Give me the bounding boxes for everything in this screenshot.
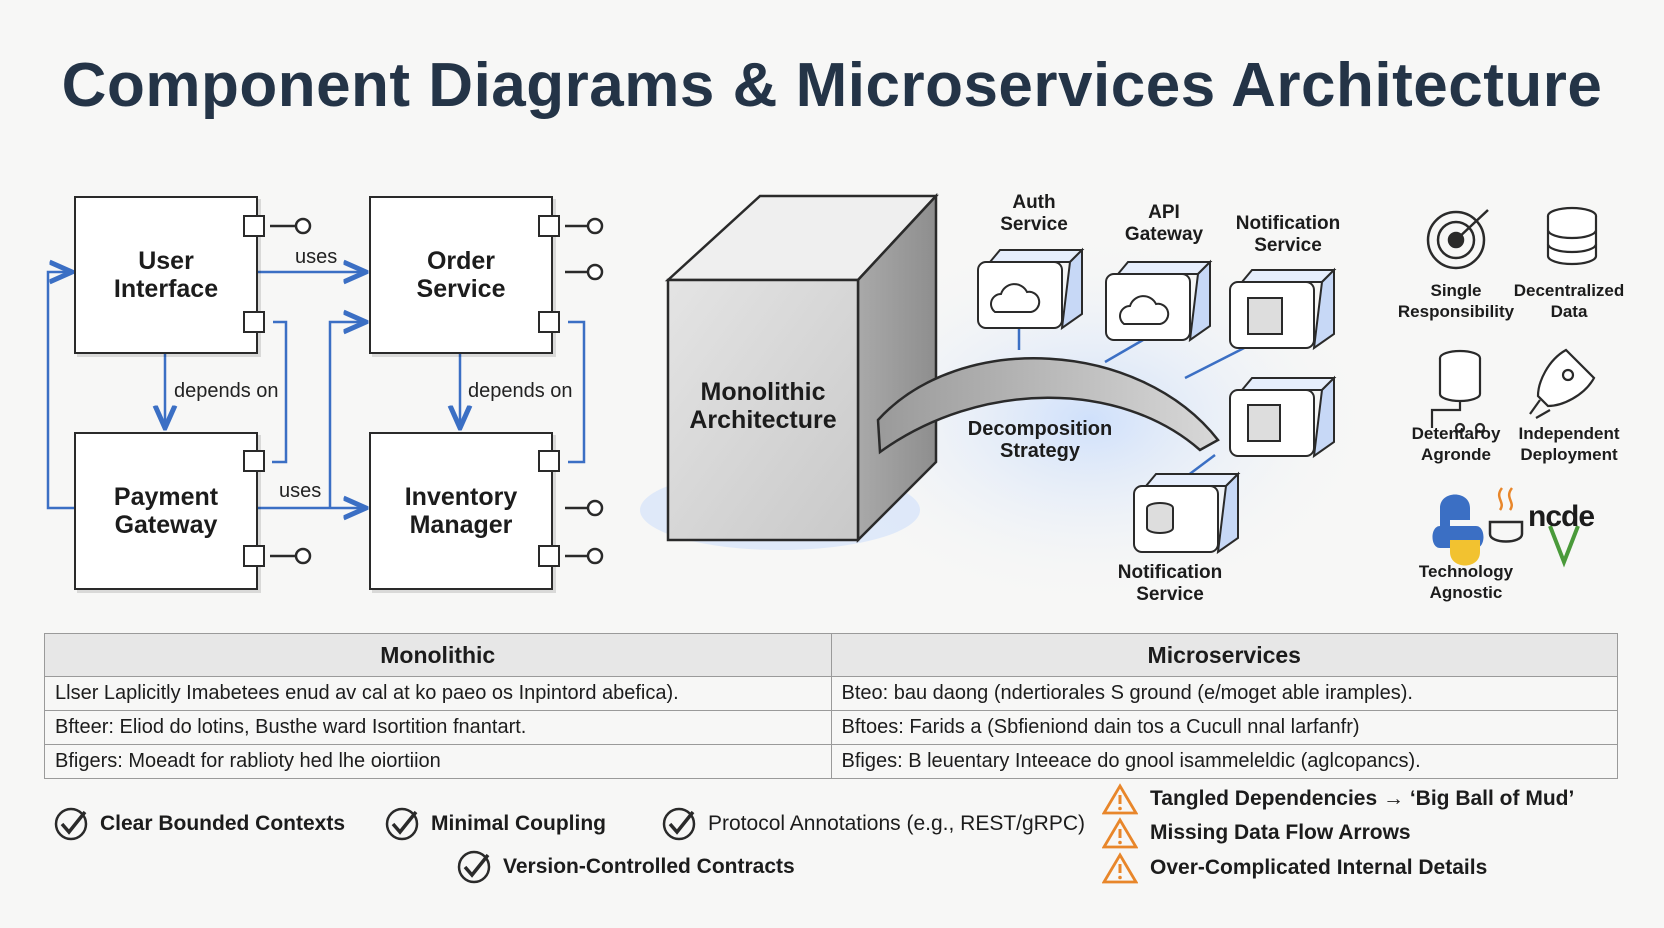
inventory-manager-component: Inventory Manager (369, 432, 553, 590)
port (538, 215, 560, 237)
page-title: Component Diagrams & Microservices Archi… (61, 51, 1603, 120)
table-row: Bfteer: Eliod do lotins, Busthe ward Iso… (44, 710, 1618, 745)
auth-service-label: Auth Service (1000, 192, 1068, 235)
port (538, 545, 560, 567)
service-cube-auth (977, 247, 1085, 331)
monolith-cube (664, 192, 939, 544)
table-cell: Bteo: bau daong (ndertiorales S ground (… (830, 676, 1618, 711)
table-row: Llser Laplicitly Imabetees enud av cal a… (44, 676, 1618, 711)
pitfall-item: Over-Complicated Internal Details (1102, 852, 1487, 884)
table-row: Bfigers: Moeadt for rablioty hed lhe oio… (44, 744, 1618, 779)
arrow-left-loop (46, 272, 74, 510)
node-leaf-icon (1548, 525, 1580, 568)
decentralized-data-label: Decentralized Data (1513, 281, 1625, 321)
notification-service-label-bottom: Notification Service (1117, 562, 1223, 605)
depends-on-label-right: depends on (468, 380, 573, 402)
server-icon (1247, 297, 1283, 335)
order-service-component: Order Service (369, 196, 553, 354)
monolith-label: Monolithic Architecture (689, 378, 837, 434)
rocket-icon (1529, 348, 1596, 419)
warning-triangle-icon (1102, 852, 1138, 884)
detentaroy-label: Detentaroy Agronde (1411, 424, 1501, 464)
warning-triangle-icon (1102, 817, 1138, 849)
column-header-monolithic: Monolithic (44, 633, 832, 677)
depends-on-label-left: depends on (174, 380, 279, 402)
warning-triangle-icon (1102, 783, 1138, 815)
payment-gateway-component: Payment Gateway (74, 432, 258, 590)
port (243, 215, 265, 237)
java-icon (1488, 487, 1524, 543)
best-practice-label: Version-Controlled Contracts (503, 855, 795, 878)
python-icon (1432, 494, 1484, 566)
independent-deployment-label: Independent Deployment (1518, 424, 1620, 464)
best-practice-item: Clear Bounded Contexts (52, 805, 345, 843)
database-icon (1146, 502, 1174, 534)
pitfall-item: Tangled Dependencies → ‘Big Ball of Mud’ (1102, 783, 1574, 815)
column-header-microservices: Microservices (830, 633, 1618, 677)
table-cell: Bfteer: Eliod do lotins, Busthe ward Iso… (44, 710, 832, 745)
check-circle-icon (54, 807, 88, 841)
cloud-icon (1119, 295, 1170, 325)
api-gateway-label: API Gateway (1124, 202, 1204, 245)
technology-agnostic-label: Technology Agnostic (1418, 562, 1514, 602)
interface-lollipops (270, 217, 604, 565)
check-circle-icon (385, 807, 419, 841)
port (538, 450, 560, 472)
service-cube-notification-top (1229, 267, 1337, 351)
port (243, 311, 265, 333)
uses-label-top: uses (295, 246, 338, 268)
target-icon (1426, 209, 1489, 270)
service-cube-notification-bottom (1133, 471, 1241, 555)
table-header-row: Monolithic Microservices (44, 633, 1618, 677)
table-cell: Bfiges: B leuentary Inteeace do gnool is… (830, 744, 1618, 779)
check-circle-icon (662, 807, 696, 841)
pitfall-label: Tangled Dependencies → ‘Big Ball of Mud’ (1150, 787, 1575, 810)
strategy-label: Decomposition Strategy (967, 418, 1113, 462)
best-practice-label: Protocol Annotations (e.g., REST/gRPC) (708, 812, 1086, 835)
single-responsibility-label: Single Responsibility (1397, 281, 1515, 321)
service-cube-middle (1229, 375, 1337, 459)
best-practice-item: Minimal Coupling (383, 805, 606, 843)
user-interface-component: User Interface (74, 196, 258, 354)
arrow-payment-to-ui (272, 320, 288, 464)
best-practice-item: Protocol Annotations (e.g., REST/gRPC) (660, 805, 1085, 843)
table-cell: Bfigers: Moeadt for rablioty hed lhe oio… (44, 744, 832, 779)
service-links (1017, 325, 1251, 486)
port (243, 545, 265, 567)
arrow-mid-loop (328, 322, 366, 508)
pitfall-item: Missing Data Flow Arrows (1102, 817, 1411, 849)
node-logo: ncde (1528, 500, 1595, 533)
port (243, 450, 265, 472)
database-stack-icon (1546, 206, 1598, 266)
arrow-right-loop (568, 320, 586, 464)
pitfall-label: Missing Data Flow Arrows (1150, 821, 1411, 844)
table-cell: Bftoes: Farids a (Sbfieniond dain tos a … (830, 710, 1618, 745)
best-practice-label: Minimal Coupling (431, 812, 606, 835)
notification-service-label-top: Notification Service (1235, 213, 1341, 256)
port (538, 311, 560, 333)
service-cube-api (1105, 259, 1213, 343)
chip-icon (1247, 404, 1281, 442)
table-cell: Llser Laplicitly Imabetees enud av cal a… (44, 676, 832, 711)
comparison-table: Monolithic Microservices Llser Laplicitl… (44, 633, 1618, 779)
check-circle-icon (457, 850, 491, 884)
decomposition-arch (876, 357, 1220, 455)
pitfall-label: Over-Complicated Internal Details (1150, 856, 1488, 879)
server-tree-icon (1430, 349, 1486, 434)
uses-label-bottom: uses (279, 480, 322, 502)
cloud-icon (990, 283, 1041, 313)
best-practice-label: Clear Bounded Contexts (100, 812, 346, 835)
best-practice-item: Version-Controlled Contracts (455, 848, 795, 886)
